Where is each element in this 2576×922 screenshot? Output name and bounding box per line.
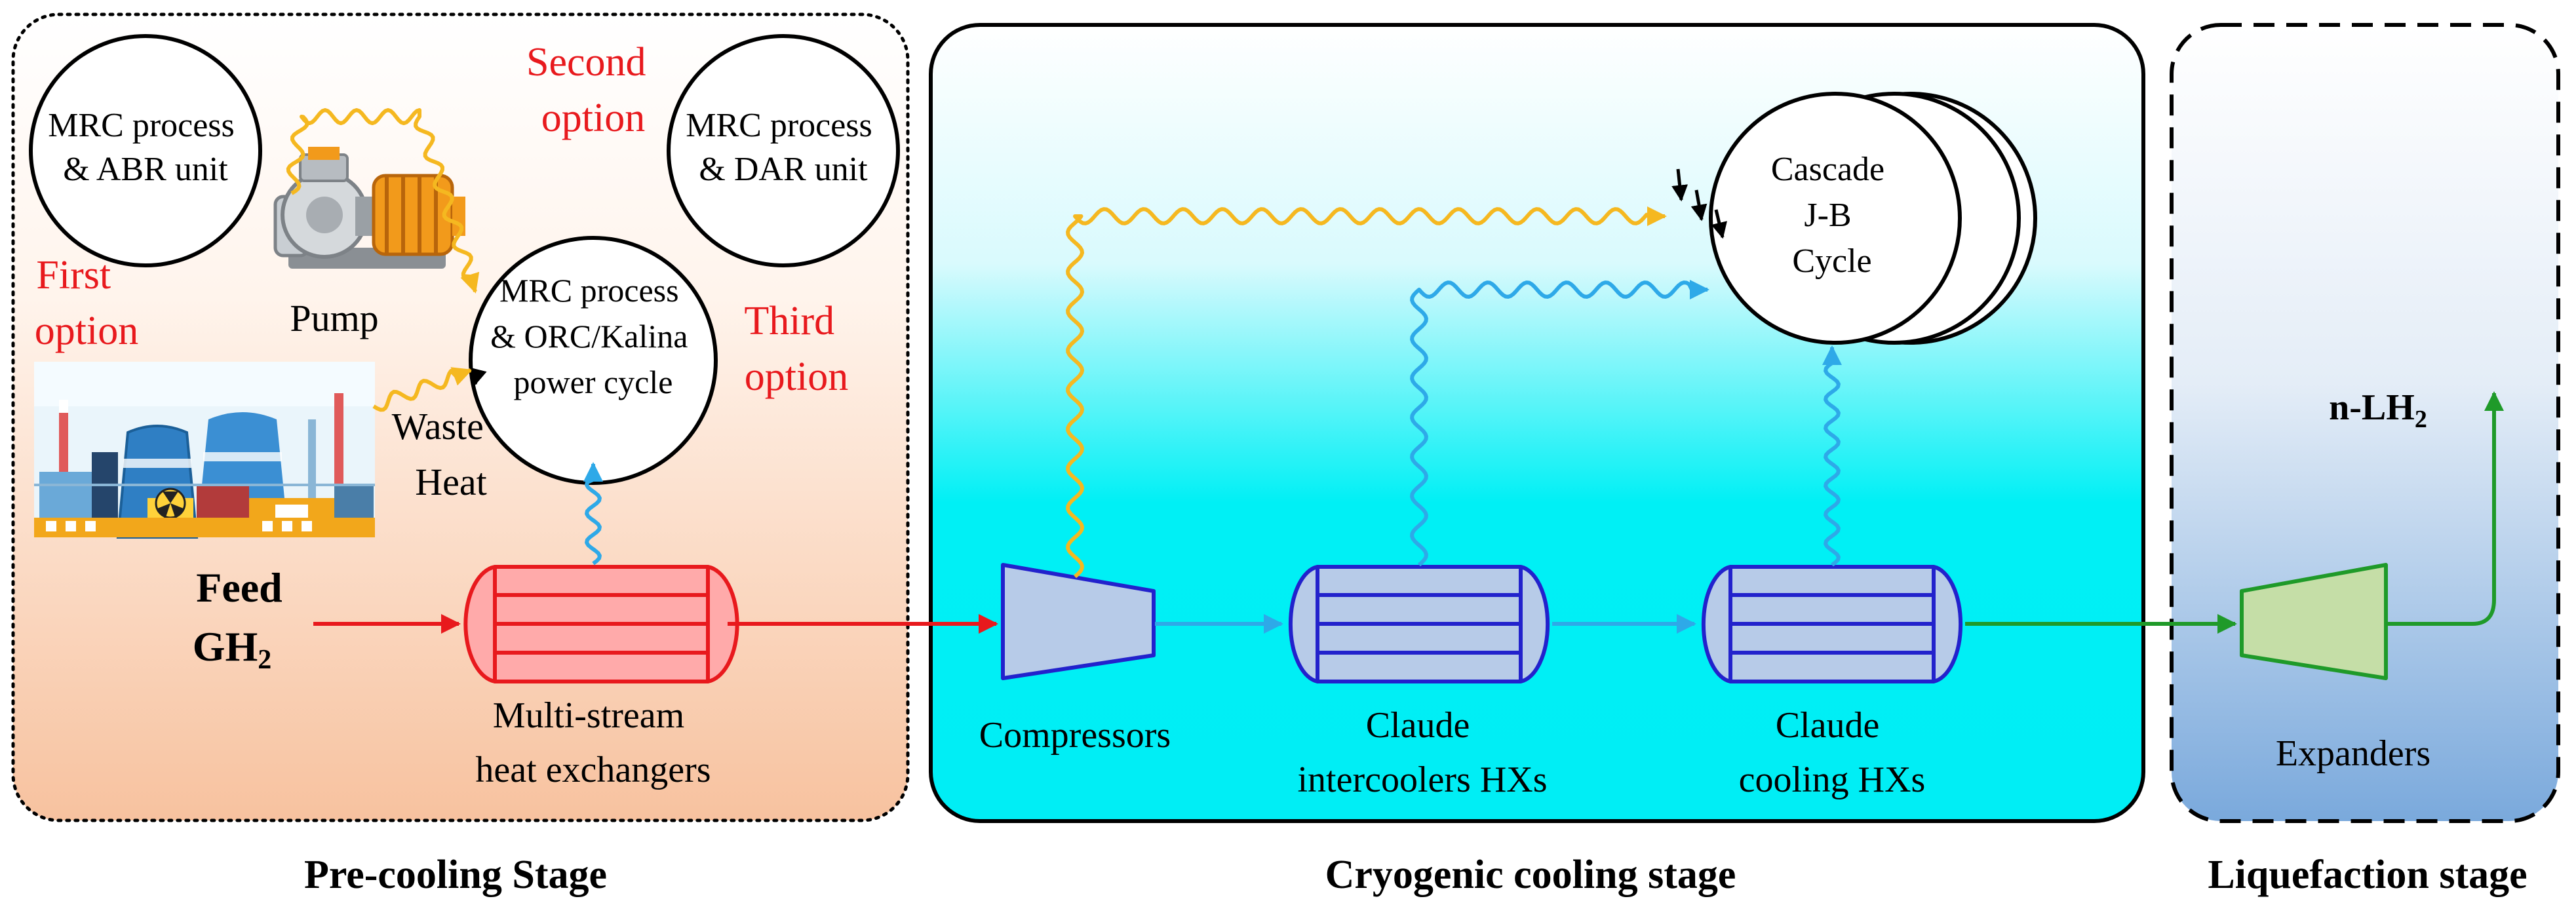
- dar-circle-line1: MRC process: [686, 107, 872, 144]
- cascade-arrow-2: [1690, 189, 1708, 221]
- cooling-heat-exchanger: [1701, 565, 1963, 683]
- intercoolers-line2: intercoolers HXs: [1297, 759, 1547, 800]
- intercooler-heat-exchanger: [1288, 565, 1550, 683]
- svg-text:MRC process & DAR unit: MRC process & DAR unit: [686, 107, 881, 188]
- heat-flow-waves: [286, 108, 1842, 579]
- svg-text:Multi-stream heat exchange: Multi-stream heat exchangers: [475, 695, 711, 790]
- cryogenic-stage-label: Cryogenic cooling stage: [1325, 853, 1736, 897]
- svg-text:Claude intercoolers HXs: Claude intercoolers HXs: [1297, 705, 1547, 800]
- svg-text:MRC process & ORC/Kalina: MRC process & ORC/Kalina power cycle: [490, 272, 696, 400]
- hx-label-line1: Multi-stream: [493, 695, 684, 736]
- cascade-line1: Cascade: [1771, 151, 1884, 188]
- orc-circle: [469, 236, 718, 485]
- cooling-line1: Claude: [1776, 705, 1880, 746]
- cooling-heat-wave: [1822, 345, 1842, 567]
- waste-heat-line1: Waste: [392, 405, 484, 448]
- intercooler-heat-wave: [1410, 280, 1709, 567]
- pump-label: Pump: [290, 297, 378, 339]
- abr-circle-line1: MRC process: [48, 107, 235, 144]
- cascade-line2: J-B: [1804, 197, 1851, 234]
- third-option-line1: Third: [744, 299, 834, 343]
- svg-text:Second option: Second option: [526, 40, 656, 140]
- orc-circle-line2: & ORC/Kalina: [490, 318, 688, 355]
- orc-inlet-arrow: [471, 368, 487, 386]
- abr-circle: [29, 34, 262, 267]
- hx-to-orc-wave: [583, 462, 603, 566]
- power-plant-icon: [34, 362, 375, 539]
- compressors-label: Compressors: [979, 715, 1171, 756]
- pump-heat-wave: [286, 108, 480, 294]
- waste-heat-wave: [372, 367, 473, 412]
- compressor-heat-wave: [1066, 206, 1667, 579]
- cascade-circle-front: [1709, 92, 1962, 345]
- svg-text:Waste Heat: Waste Heat: [392, 405, 494, 503]
- feed-gas-symbol: GH: [193, 623, 258, 670]
- svg-text:Third option: Third option: [744, 299, 848, 399]
- cascade-arrow-1: [1671, 168, 1688, 202]
- first-option-line1: First: [36, 253, 111, 298]
- orc-circle-line1: MRC process: [499, 272, 679, 309]
- hx-label-line2: heat exchangers: [475, 750, 711, 790]
- multi-stream-heat-exchanger: [463, 565, 739, 683]
- dar-circle-line2: & DAR unit: [699, 151, 868, 188]
- feed-gas-label: GH2: [193, 623, 272, 675]
- second-option-line2: option: [541, 96, 645, 140]
- precooling-stage-label: Pre-cooling Stage: [304, 853, 607, 897]
- cascade-arrow-3: [1711, 209, 1727, 239]
- expander: [2240, 563, 2388, 680]
- feed-label: Feed: [196, 564, 283, 611]
- abr-circle-line2: & ABR unit: [63, 151, 228, 188]
- product-symbol: n-LH: [2329, 387, 2415, 428]
- expanders-label: Expanders: [2276, 733, 2430, 774]
- svg-text:MRC process & ABR unit: MRC process & ABR unit: [48, 107, 243, 188]
- first-option-line2: option: [35, 309, 138, 353]
- svg-text:Claude cooling HXs: Claude cooling HXs: [1739, 705, 1926, 800]
- feed-gas-subscript: 2: [258, 645, 271, 675]
- svg-text:Cascade J-B Cycle: Cascade J-B Cycle: [1771, 151, 1893, 280]
- product-stream: [2387, 391, 2504, 626]
- product-label: n-LH2: [2329, 387, 2427, 433]
- third-option-line2: option: [745, 355, 848, 399]
- intercoolers-line1: Claude: [1366, 705, 1470, 746]
- orc-circle-line3: power cycle: [514, 364, 673, 400]
- cascade-line3: Cycle: [1792, 242, 1871, 280]
- cooling-line2: cooling HXs: [1739, 759, 1926, 800]
- product-subscript: 2: [2415, 406, 2427, 433]
- liquefaction-stage-label: Liquefaction stage: [2208, 853, 2527, 897]
- second-option-line1: Second: [526, 40, 646, 85]
- waste-heat-line2: Heat: [415, 461, 487, 503]
- dar-circle: [667, 34, 900, 267]
- svg-text:First option: First option: [35, 253, 138, 353]
- compressor: [1001, 563, 1156, 680]
